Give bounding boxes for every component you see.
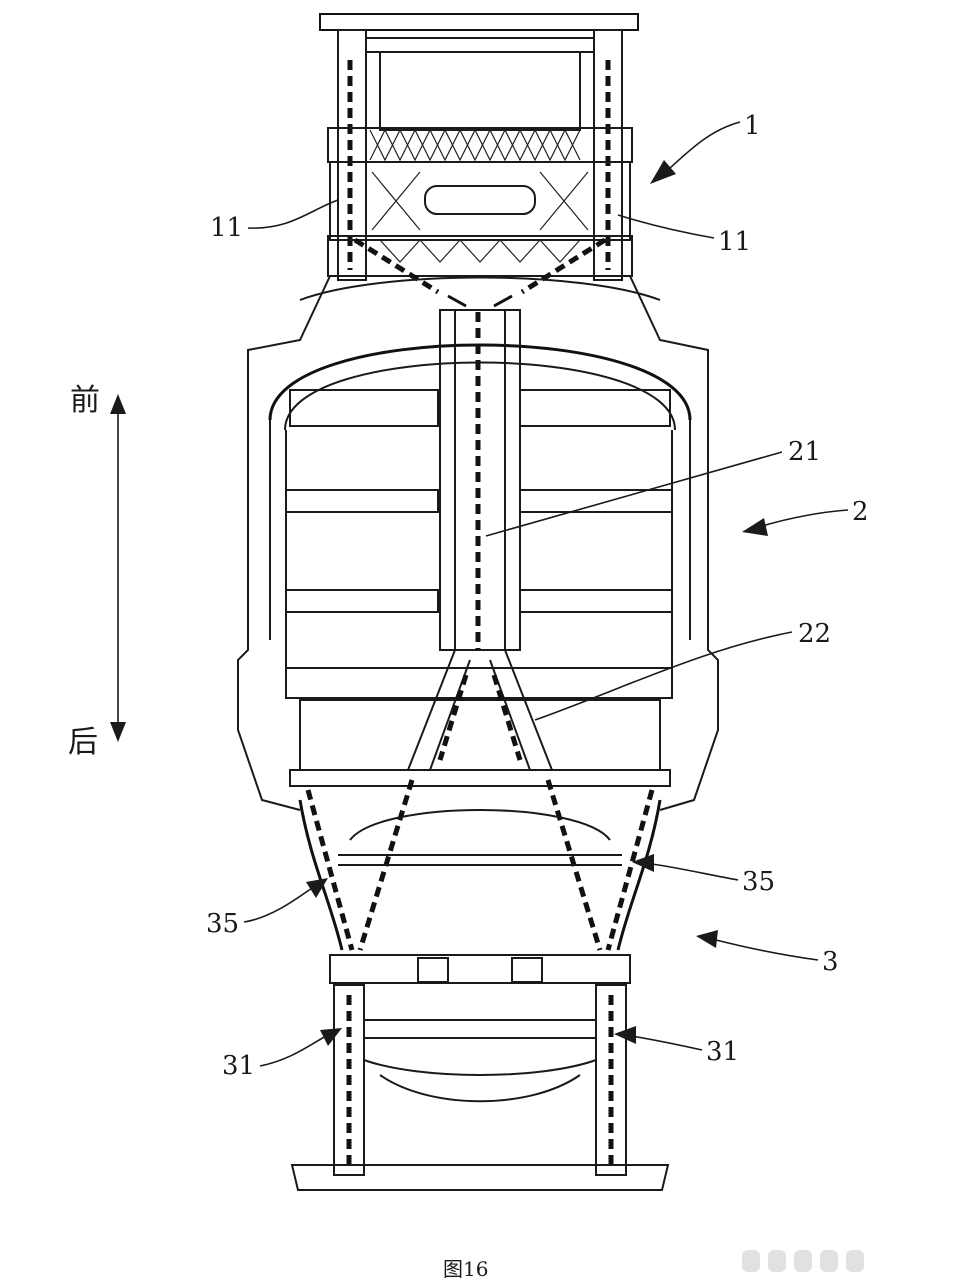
watermark-bar [820,1250,838,1272]
rear-frame-section [290,779,670,1191]
label-part-11-left: 11 [210,213,243,243]
arrow-31-right-icon [614,1026,636,1044]
label-part-35-right: 35 [742,867,775,897]
arrow-31-left-icon [320,1028,342,1046]
arrow-3-icon [696,930,718,948]
watermark-bar [742,1250,760,1272]
watermark-bar [794,1250,812,1272]
label-part-11-right: 11 [718,227,751,257]
watermark-bar [846,1250,864,1272]
label-assembly-1: 1 [744,111,761,141]
direction-indicator: 前 后 [68,383,126,760]
label-part-21: 21 [788,437,821,467]
arrow-down-icon [110,722,126,742]
arrow-1-icon [650,160,676,184]
label-part-35-left: 35 [206,909,239,939]
label-part-22: 22 [798,619,831,649]
reference-labels: 1 11 11 21 2 22 35 35 3 31 31 [206,111,869,1081]
label-part-31-right: 31 [706,1037,739,1067]
label-assembly-3: 3 [822,947,839,977]
label-part-31-left: 31 [222,1051,255,1081]
leader-lines [243,121,849,1067]
watermark-dots [742,1250,864,1272]
arrow-35-right-icon [632,854,654,872]
figure-caption: 图16 [443,1257,488,1280]
watermark-bar [768,1250,786,1272]
front-frame-section [319,13,639,308]
direction-rear-label: 后 [68,725,98,760]
middle-frame-section [237,275,719,811]
label-assembly-2: 2 [852,497,869,527]
arrow-35-left-icon [306,878,328,898]
arrow-up-icon [110,394,126,414]
arrow-2-icon [742,518,768,536]
direction-front-label: 前 [70,383,100,418]
